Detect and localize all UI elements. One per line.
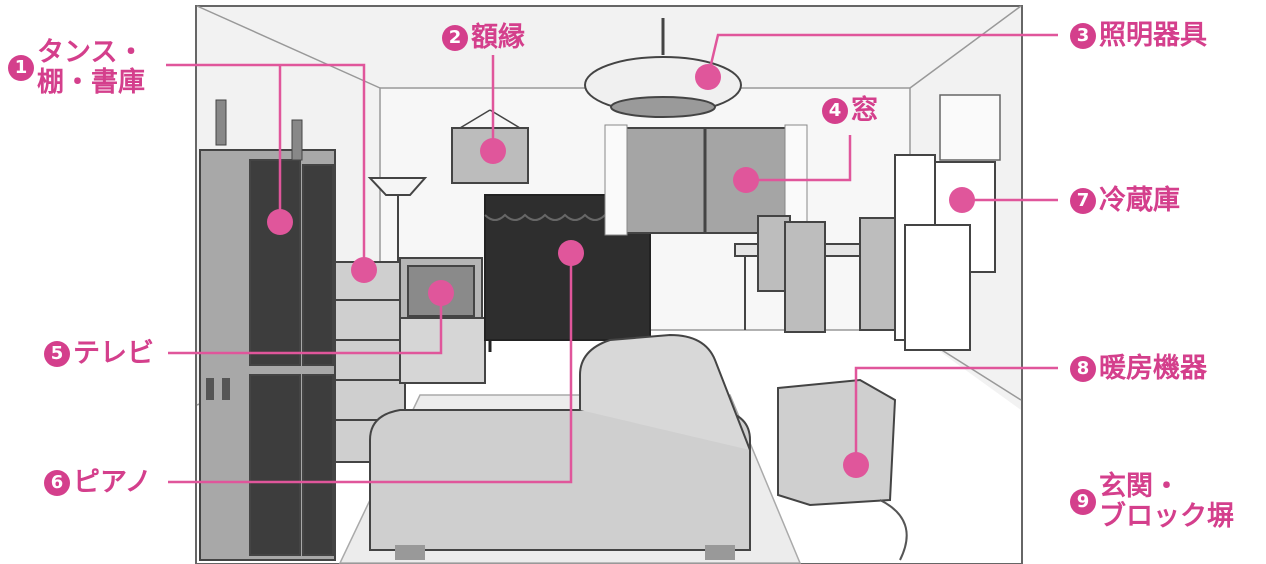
dot-3	[695, 64, 721, 90]
dot-4	[733, 167, 759, 193]
label-1-line-2: 棚・書庫	[37, 67, 145, 99]
leader-lines	[166, 33, 1058, 484]
dot-1	[267, 209, 293, 235]
label-3-text: 照明器具	[1099, 20, 1207, 51]
label-number-7: 7	[1070, 187, 1096, 214]
dot-5	[428, 280, 454, 306]
label-4-text: 窓	[851, 95, 878, 126]
label-number-1: 1	[8, 55, 34, 82]
label-9-line-1: 玄関・	[1099, 471, 1180, 502]
label-2-text: 額縁	[471, 22, 525, 53]
label-5-text: テレビ	[73, 338, 154, 369]
label-number-8: 8	[1070, 355, 1096, 382]
label-number-2: 2	[442, 24, 468, 51]
dot-6	[558, 240, 584, 266]
leader-line-5	[168, 293, 443, 355]
label-2: 2 額縁	[442, 24, 525, 51]
label-8: 8 暖房機器	[1070, 355, 1207, 382]
label-6-text: ピアノ	[73, 467, 152, 498]
label-1: 1 タンス・ 棚・書庫	[8, 37, 145, 99]
dot-8	[843, 452, 869, 478]
dot-7	[949, 187, 975, 213]
label-number-3: 3	[1070, 22, 1096, 49]
label-9: 9 玄関・ ブロック塀	[1070, 471, 1234, 533]
label-7: 7 冷蔵庫	[1070, 187, 1180, 214]
label-9-line-2: ブロック塀	[1099, 501, 1234, 533]
leader-line-4	[746, 135, 852, 182]
label-6: 6 ピアノ	[44, 469, 152, 496]
label-8-text: 暖房機器	[1099, 353, 1207, 384]
leader-line-6	[168, 253, 573, 484]
label-number-6: 6	[44, 469, 70, 496]
heater	[777, 378, 897, 507]
leader-line-8	[854, 366, 1058, 465]
leader-line-3	[706, 33, 1058, 78]
label-1-line-1: タンス・	[37, 37, 145, 68]
label-5: 5 テレビ	[44, 340, 154, 367]
leader-dots	[267, 64, 975, 478]
label-7-text: 冷蔵庫	[1099, 185, 1180, 216]
label-3: 3 照明器具	[1070, 22, 1207, 49]
dot-2	[480, 138, 506, 164]
dot-1b	[351, 257, 377, 283]
label-4: 4 窓	[822, 97, 878, 124]
leader-line-1	[166, 63, 366, 270]
floor-lamp	[367, 177, 428, 196]
label-number-5: 5	[44, 340, 70, 367]
label-number-9: 9	[1070, 489, 1096, 516]
label-number-4: 4	[822, 97, 848, 124]
